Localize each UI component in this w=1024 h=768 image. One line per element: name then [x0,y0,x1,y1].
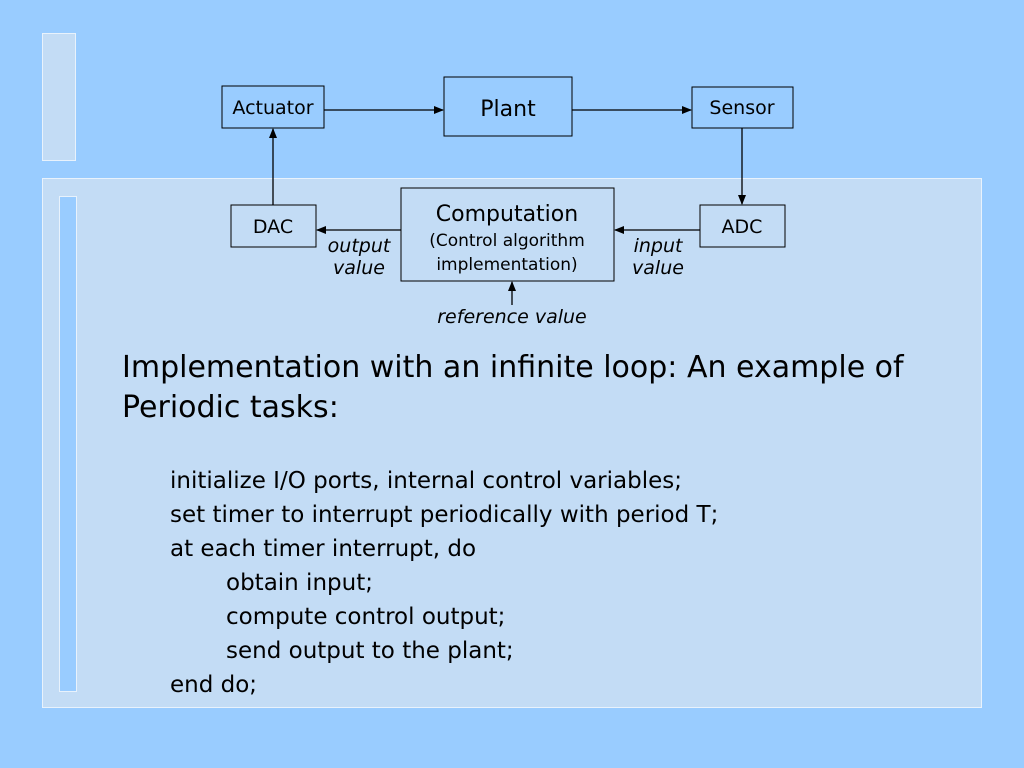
computation-title: Computation [436,202,578,227]
code-line: obtain input; [226,570,373,596]
reference-value-label: reference value [437,306,587,328]
slide-heading: Implementation with an infinite loop: An… [122,350,904,425]
adc-label: ADC [722,216,763,238]
code-line: end do; [170,672,258,698]
code-line: initialize I/O ports, internal control v… [170,468,682,494]
plant-label: Plant [480,97,536,122]
adc-block: ADC [699,204,786,248]
actuator-label: Actuator [232,97,313,119]
output-value-label-line1: output [328,235,392,257]
pseudocode-block: initialize I/O ports, internal control v… [170,464,718,702]
input-value-label-line2: value [632,257,684,279]
code-line: send output to the plant; [226,638,514,664]
actuator-block: Actuator [221,85,325,129]
code-line: compute control output; [226,604,506,630]
dac-label: DAC [253,216,293,238]
decorative-side-bar [59,196,77,692]
code-line: set timer to interrupt periodically with… [170,502,719,528]
decorative-top-bar [42,33,76,161]
plant-block: Plant [443,76,573,137]
computation-subtitle-line2: implementation) [436,255,577,275]
computation-subtitle-line1: (Control algorithm [429,231,585,251]
sensor-block: Sensor [691,86,794,129]
code-line: at each timer interrupt, do [170,536,477,562]
input-value-label-line1: input [634,235,684,257]
sensor-label: Sensor [709,97,774,119]
computation-block: Computation (Control algorithm implement… [400,187,615,282]
output-value-label-line2: value [333,257,385,279]
dac-block: DAC [230,204,317,248]
